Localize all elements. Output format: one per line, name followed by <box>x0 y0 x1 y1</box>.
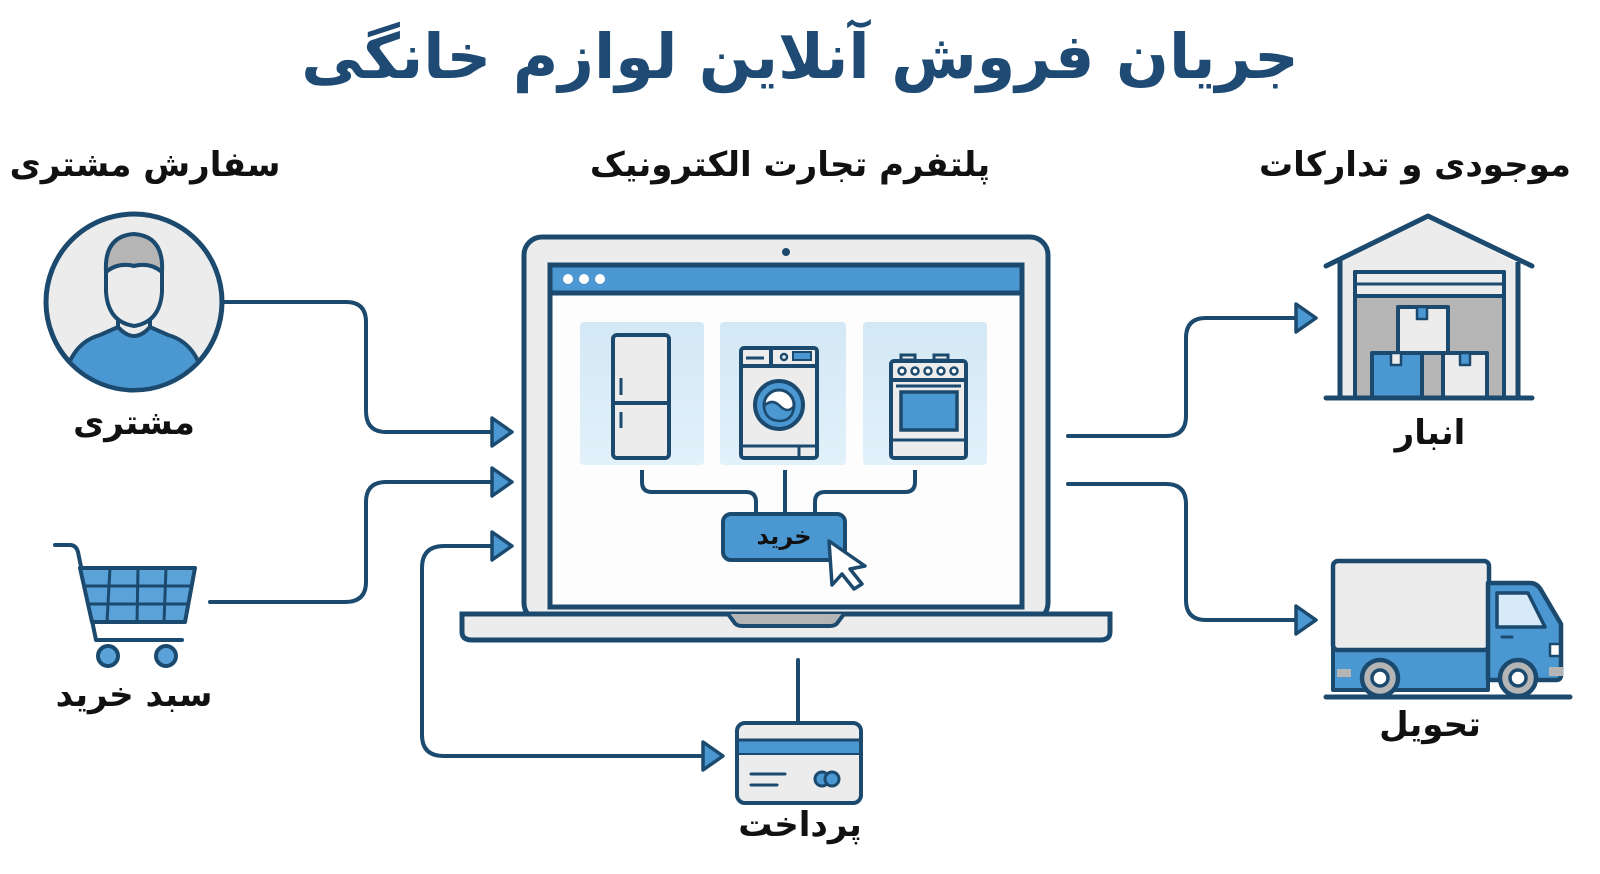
customer-label: مشتری <box>73 403 195 443</box>
buy-connectors <box>640 470 917 514</box>
warehouse-icon <box>1323 213 1535 401</box>
webcam-dot <box>782 248 790 256</box>
connector-cart-platform <box>208 480 494 604</box>
cart-label: سبد خرید <box>55 675 213 715</box>
refrigerator-icon <box>611 333 671 460</box>
stove-icon <box>889 353 968 460</box>
warehouse-label: انبار <box>1394 413 1466 453</box>
buy-button-shape <box>721 512 847 562</box>
arrow-right-icon <box>490 466 514 498</box>
browser-dots <box>563 274 605 284</box>
connector-platform-delivery <box>1066 482 1298 622</box>
connector-platform-payment-left <box>420 544 702 758</box>
buy-button[interactable]: خرید <box>756 522 812 550</box>
arrow-right-icon <box>701 740 725 772</box>
browser-title-bar <box>547 262 1025 296</box>
arrow-right-icon <box>1294 604 1318 636</box>
user-avatar-icon <box>43 211 225 393</box>
payment-label: پرداخت <box>738 805 862 845</box>
arrow-right-icon <box>490 416 514 448</box>
credit-card-icon <box>735 721 863 805</box>
connector-platform-warehouse <box>1066 316 1298 438</box>
trackpad-notch <box>726 612 846 628</box>
connector-customer-platform <box>222 300 494 434</box>
arrowheads <box>490 302 1318 772</box>
section-heading-ecommerce-platform: پلتفرم تجارت الکترونیک <box>589 145 991 185</box>
connector-lines <box>208 300 1298 758</box>
washing-machine-icon <box>739 346 819 460</box>
section-heading-inventory-logistics: موجودی و تدارکات <box>1259 145 1571 185</box>
delivery-truck-icon <box>1323 558 1573 700</box>
section-heading-customer-order: سفارش مشتری <box>9 145 281 185</box>
page-title: جریان فروش آنلاین لوازم خانگی <box>301 20 1299 93</box>
mouse-pointer-icon <box>827 539 867 591</box>
delivery-label: تحویل <box>1379 705 1481 745</box>
shopping-cart-icon <box>53 543 197 668</box>
arrow-right-icon <box>490 530 514 562</box>
arrow-right-icon <box>1294 302 1318 334</box>
